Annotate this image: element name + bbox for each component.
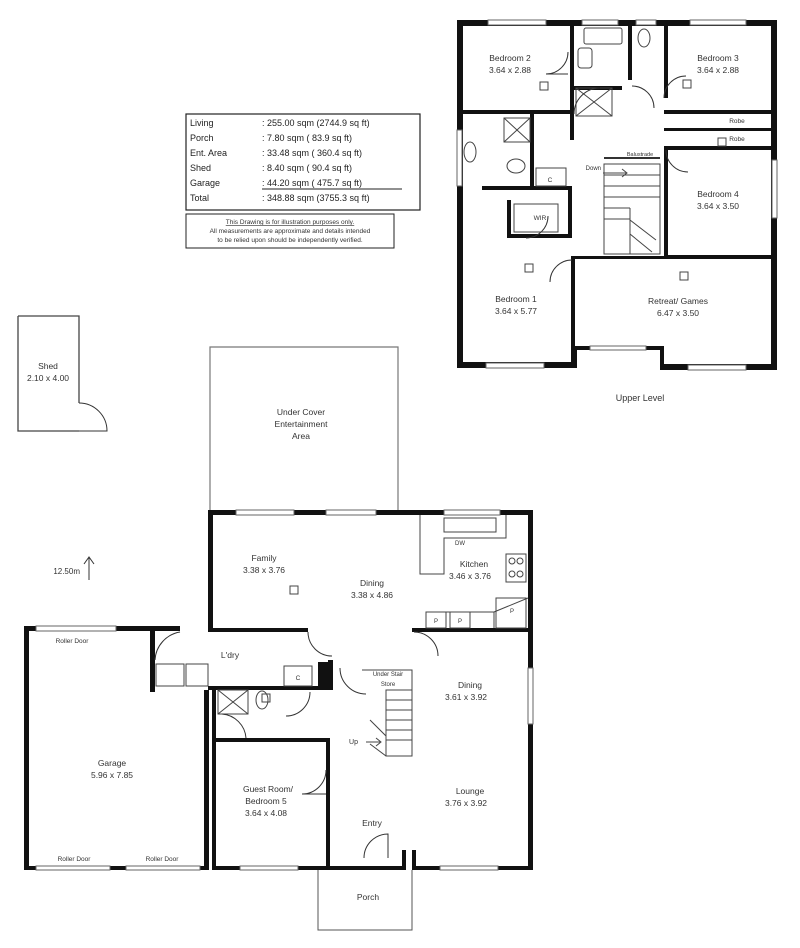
robe-label: Robe: [729, 118, 745, 125]
lounge-dim: 3.76 x 3.92: [445, 798, 487, 808]
robe-label: Robe: [729, 136, 745, 143]
bedroom-4-label: Bedroom 4: [697, 189, 739, 199]
porch-label: Porch: [357, 892, 379, 902]
upper-level-caption: Upper Level: [616, 393, 665, 403]
roller-door-label: Roller Door: [58, 856, 92, 863]
area-row-label: Total: [190, 193, 209, 203]
area-row: Shed : 8.40 sqm ( 90.4 sq ft): [190, 163, 352, 173]
retreat-games-label: Retreat/ Games: [648, 296, 708, 306]
bedroom-3-dim: 3.64 x 2.88: [697, 65, 739, 75]
outdoor-label: Area: [292, 431, 310, 441]
area-row-label: Porch: [190, 133, 214, 143]
kitchen-dim: 3.46 x 3.76: [449, 571, 491, 581]
balustrade-label: Balustrade: [627, 152, 653, 158]
bedroom-2-dim: 3.64 x 2.88: [489, 65, 531, 75]
area-row-label: Garage: [190, 178, 220, 188]
ground-floor-plan: Roller Door Roller Door Roller Door Gara…: [24, 509, 534, 931]
dining-2-label: Dining: [458, 680, 482, 690]
kitchen-label: Kitchen: [460, 559, 489, 569]
area-row: Living : 255.00 sqm (2744.9 sq ft): [190, 118, 370, 128]
up-label: Up: [349, 739, 358, 746]
area-table: Living : 255.00 sqm (2744.9 sq ft) Porch…: [185, 113, 421, 211]
area-row-label: Living: [190, 118, 214, 128]
under-cover-area: Under Cover Entertainment Area: [209, 346, 399, 510]
down-label: Down: [586, 166, 601, 172]
garage-dim: 5.96 x 7.85: [91, 770, 133, 780]
bedroom-4-dim: 3.64 x 3.50: [697, 201, 739, 211]
lounge-label: Lounge: [456, 786, 485, 796]
garage-label: Garage: [98, 758, 127, 768]
pantry-label: P: [434, 619, 438, 625]
area-row: Garage : 44.20 sqm ( 475.7 sq ft): [190, 178, 362, 188]
pantry-label: P: [458, 619, 462, 625]
entry-label: Entry: [362, 818, 383, 828]
area-row-value: : 348.88 sqm (3755.3 sq ft): [262, 193, 370, 203]
shed-plan: Shed 2.10 x 4.00: [17, 315, 108, 432]
disclaimer-line: This Drawing is for illustration purpose…: [226, 219, 355, 226]
pantry-label: P: [510, 609, 514, 615]
north-arrow: 12.50m: [53, 556, 95, 580]
area-row-label: Shed: [190, 163, 211, 173]
outdoor-label: Under Cover: [277, 407, 325, 417]
shed-label: Shed: [38, 361, 58, 371]
area-row-value: : 33.48 sqm ( 360.4 sq ft): [262, 148, 362, 158]
area-row-value: : 44.20 sqm ( 475.7 sq ft): [262, 178, 362, 188]
family-label: Family: [251, 553, 277, 563]
dining-2-dim: 3.61 x 3.92: [445, 692, 487, 702]
area-row-label: Ent. Area: [190, 148, 227, 158]
bedroom-3-label: Bedroom 3: [697, 53, 739, 63]
laundry-label: L'dry: [221, 650, 240, 660]
area-row: Porch : 7.80 sqm ( 83.9 sq ft): [190, 133, 352, 143]
dining-dim: 3.38 x 4.86: [351, 590, 393, 600]
area-row: Total : 348.88 sqm (3755.3 sq ft): [190, 193, 370, 203]
bedroom-1-label: Bedroom 1: [495, 294, 537, 304]
disclaimer-line: All measurements are approximate and det…: [210, 228, 371, 235]
area-row-value: : 8.40 sqm ( 90.4 sq ft): [262, 163, 352, 173]
bedroom-1-dim: 3.64 x 5.77: [495, 306, 537, 316]
walk-in-robe-label: WIR: [534, 215, 547, 222]
guest-room-label: Bedroom 5: [245, 796, 287, 806]
closet-label: C: [296, 675, 301, 682]
roller-door-label: Roller Door: [146, 856, 180, 863]
family-dim: 3.38 x 3.76: [243, 565, 285, 575]
guest-room-dim: 3.64 x 4.08: [245, 808, 287, 818]
guest-room-label: Guest Room/: [243, 784, 294, 794]
area-row: Ent. Area : 33.48 sqm ( 360.4 sq ft): [190, 148, 362, 158]
retreat-games-dim: 6.47 x 3.50: [657, 308, 699, 318]
outdoor-label: Entertainment: [275, 419, 329, 429]
area-row-value: : 7.80 sqm ( 83.9 sq ft): [262, 133, 352, 143]
dining-label: Dining: [360, 578, 384, 588]
north-scale-label: 12.50m: [53, 567, 80, 576]
roller-door-label: Roller Door: [56, 638, 90, 645]
disclaimer-box: This Drawing is for illustration purpose…: [185, 213, 395, 249]
bedroom-2-label: Bedroom 2: [489, 53, 531, 63]
dishwasher-label: DW: [455, 541, 465, 547]
disclaimer-line: to be relied upon should be independentl…: [217, 237, 362, 244]
area-row-value: : 255.00 sqm (2744.9 sq ft): [262, 118, 370, 128]
closet-label: C: [548, 177, 553, 184]
upper-level-plan: Bedroom 2 3.64 x 2.88 Bedroom 3 3.64 x 2…: [456, 19, 778, 403]
shed-dim: 2.10 x 4.00: [27, 373, 69, 383]
under-stair-label: Under Stair: [373, 672, 403, 678]
under-stair-label: Store: [381, 682, 396, 688]
